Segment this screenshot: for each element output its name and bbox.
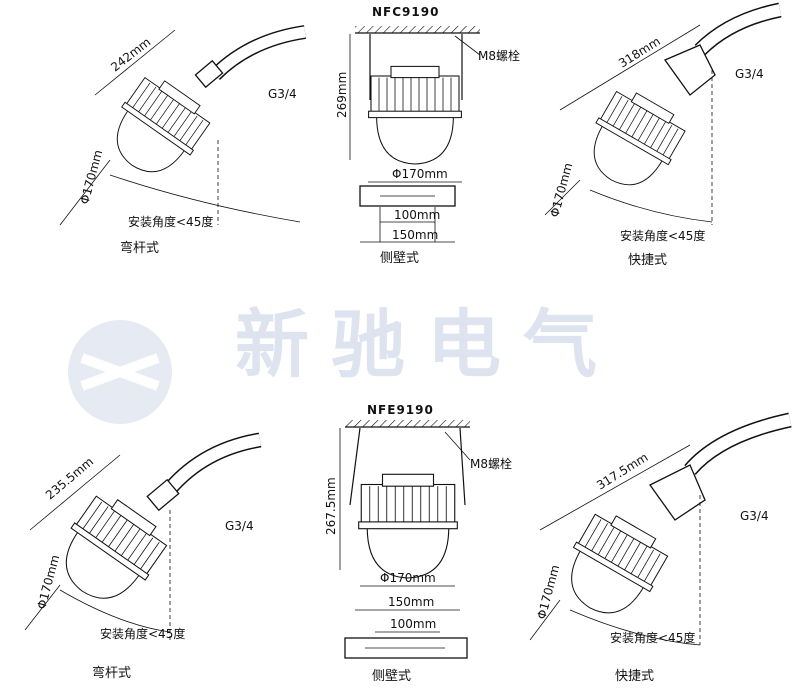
- angle-label: 安装角度<45度: [100, 626, 185, 641]
- caption: 弯杆式: [120, 240, 159, 256]
- inner-width-dimension: 100mm: [394, 208, 440, 222]
- top-left-drawing: 242mm G3/4 Φ170mm 安装角度<45度 弯杆式: [59, 25, 307, 256]
- watermark-text: 新驰电气: [235, 302, 619, 388]
- bottom-right-drawing: 317.5mm G3/4 Φ170mm 安装角度<45度 快捷式: [529, 412, 792, 684]
- model-title: NFE9190: [367, 403, 434, 417]
- caption: 侧壁式: [372, 669, 411, 684]
- outer-width-dimension: 150mm: [392, 228, 438, 242]
- bottom-left-drawing: 235.5mm G3/4 Φ170mm 安装角度<45度 弯杆式: [24, 432, 262, 681]
- diameter-dimension: Φ170mm: [380, 571, 436, 585]
- diameter-dimension: Φ170mm: [547, 161, 575, 218]
- top-center-drawing: NFC9190 M8螺栓 269mm Φ170mm 100mm 150mm 侧壁…: [335, 5, 520, 266]
- diameter-dimension: Φ170mm: [34, 553, 62, 610]
- top-right-drawing: 318mm G3/4 Φ170mm 安装角度<45度 快捷式: [544, 2, 782, 268]
- inner-width-dimension: 100mm: [390, 617, 436, 631]
- thread-label: G3/4: [735, 67, 764, 81]
- length-dimension: 317.5mm: [594, 450, 650, 492]
- height-dimension: 269mm: [335, 72, 349, 118]
- caption: 弯杆式: [92, 665, 131, 681]
- caption: 快捷式: [615, 669, 654, 684]
- thread-label: G3/4: [268, 87, 297, 101]
- brand-logo: [68, 320, 172, 424]
- thread-label: G3/4: [225, 519, 254, 533]
- diameter-dimension: Φ170mm: [392, 167, 448, 181]
- length-dimension: 318mm: [616, 34, 663, 70]
- angle-label: 安装角度<45度: [128, 214, 213, 229]
- outer-width-dimension: 150mm: [388, 595, 434, 609]
- thread-label: G3/4: [740, 509, 769, 523]
- length-dimension: 242mm: [108, 35, 153, 75]
- model-title: NFC9190: [372, 5, 439, 19]
- height-dimension: 267.5mm: [324, 477, 338, 535]
- watermark: 新驰电气: [68, 302, 619, 424]
- bottom-center-drawing: NFE9190 M8螺栓 267.5mm Φ170mm 150mm 100mm …: [324, 403, 512, 684]
- length-dimension: 235.5mm: [43, 454, 96, 502]
- angle-label: 安装角度<45度: [620, 228, 705, 243]
- bolt-label: M8螺栓: [478, 48, 520, 63]
- diameter-dimension: Φ170mm: [77, 148, 105, 205]
- angle-label: 安装角度<45度: [610, 630, 695, 645]
- caption: 快捷式: [628, 253, 667, 268]
- caption: 侧壁式: [380, 251, 419, 266]
- diameter-dimension: Φ170mm: [534, 563, 562, 620]
- bolt-label: M8螺栓: [470, 456, 512, 471]
